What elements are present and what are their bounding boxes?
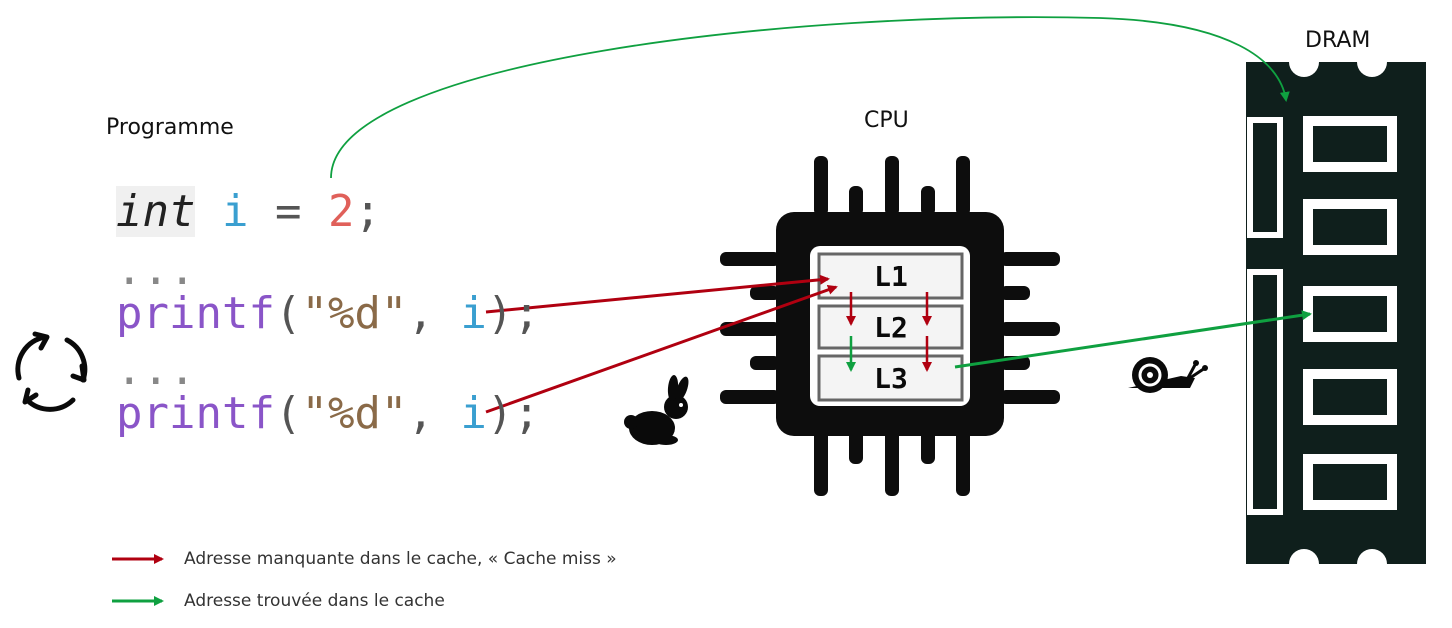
cache-lookup-arrows (846, 292, 932, 372)
code-string: "%d" (301, 388, 408, 439)
code-variable: i (221, 186, 249, 237)
code-ellipsis-1: ... (116, 244, 196, 295)
legend-hit-text: Adresse trouvée dans le cache (184, 591, 445, 611)
cache-l1-label: L1 (874, 260, 908, 293)
code-function: printf (116, 388, 275, 439)
loop-icon (15, 331, 88, 412)
miss-arrow-printf-2 (485, 284, 838, 414)
rabbit-icon (624, 375, 689, 445)
dram-module-icon (1246, 47, 1426, 579)
code-line-printf-1: printf("%d", i); (116, 292, 540, 336)
code-operator: = (274, 186, 302, 237)
cache-l3-box (817, 354, 964, 402)
cache-l1-box (817, 252, 964, 300)
code-paren-open: ( (274, 288, 302, 339)
variable-to-dram-arrow (330, 16, 1290, 179)
code-keyword: int (116, 186, 196, 237)
program-label: Programme (106, 115, 234, 140)
code-line-printf-2: printf("%d", i); (116, 392, 540, 436)
code-variable: i (460, 288, 487, 339)
miss-arrow-printf-1 (485, 274, 830, 314)
cache-l2-box (817, 304, 964, 350)
code-line-declaration: int i = 2; (116, 186, 381, 237)
code-function: printf (116, 288, 275, 339)
legend-miss-text: Adresse manquante dans le cache, « Cache… (184, 549, 617, 569)
code-variable: i (460, 388, 487, 439)
code-paren-close: ); (486, 388, 540, 439)
dram-label: DRAM (1305, 28, 1371, 53)
cache-l2-label: L2 (874, 311, 908, 344)
code-comma: , (407, 388, 434, 439)
code-string: "%d" (301, 288, 408, 339)
code-ellipsis-2: ... (116, 344, 196, 395)
cpu-chip-icon: L1 L2 L3 (720, 156, 1060, 496)
code-paren-open: ( (274, 388, 302, 439)
cache-l3-label: L3 (874, 362, 908, 395)
snail-icon (1128, 357, 1208, 393)
code-comma: , (407, 288, 434, 339)
code-paren-close: ); (486, 288, 540, 339)
code-number: 2 (327, 186, 355, 237)
code-semicolon: ; (354, 186, 381, 237)
l3-to-dram-arrow (954, 310, 1312, 369)
cpu-label: CPU (864, 108, 909, 133)
